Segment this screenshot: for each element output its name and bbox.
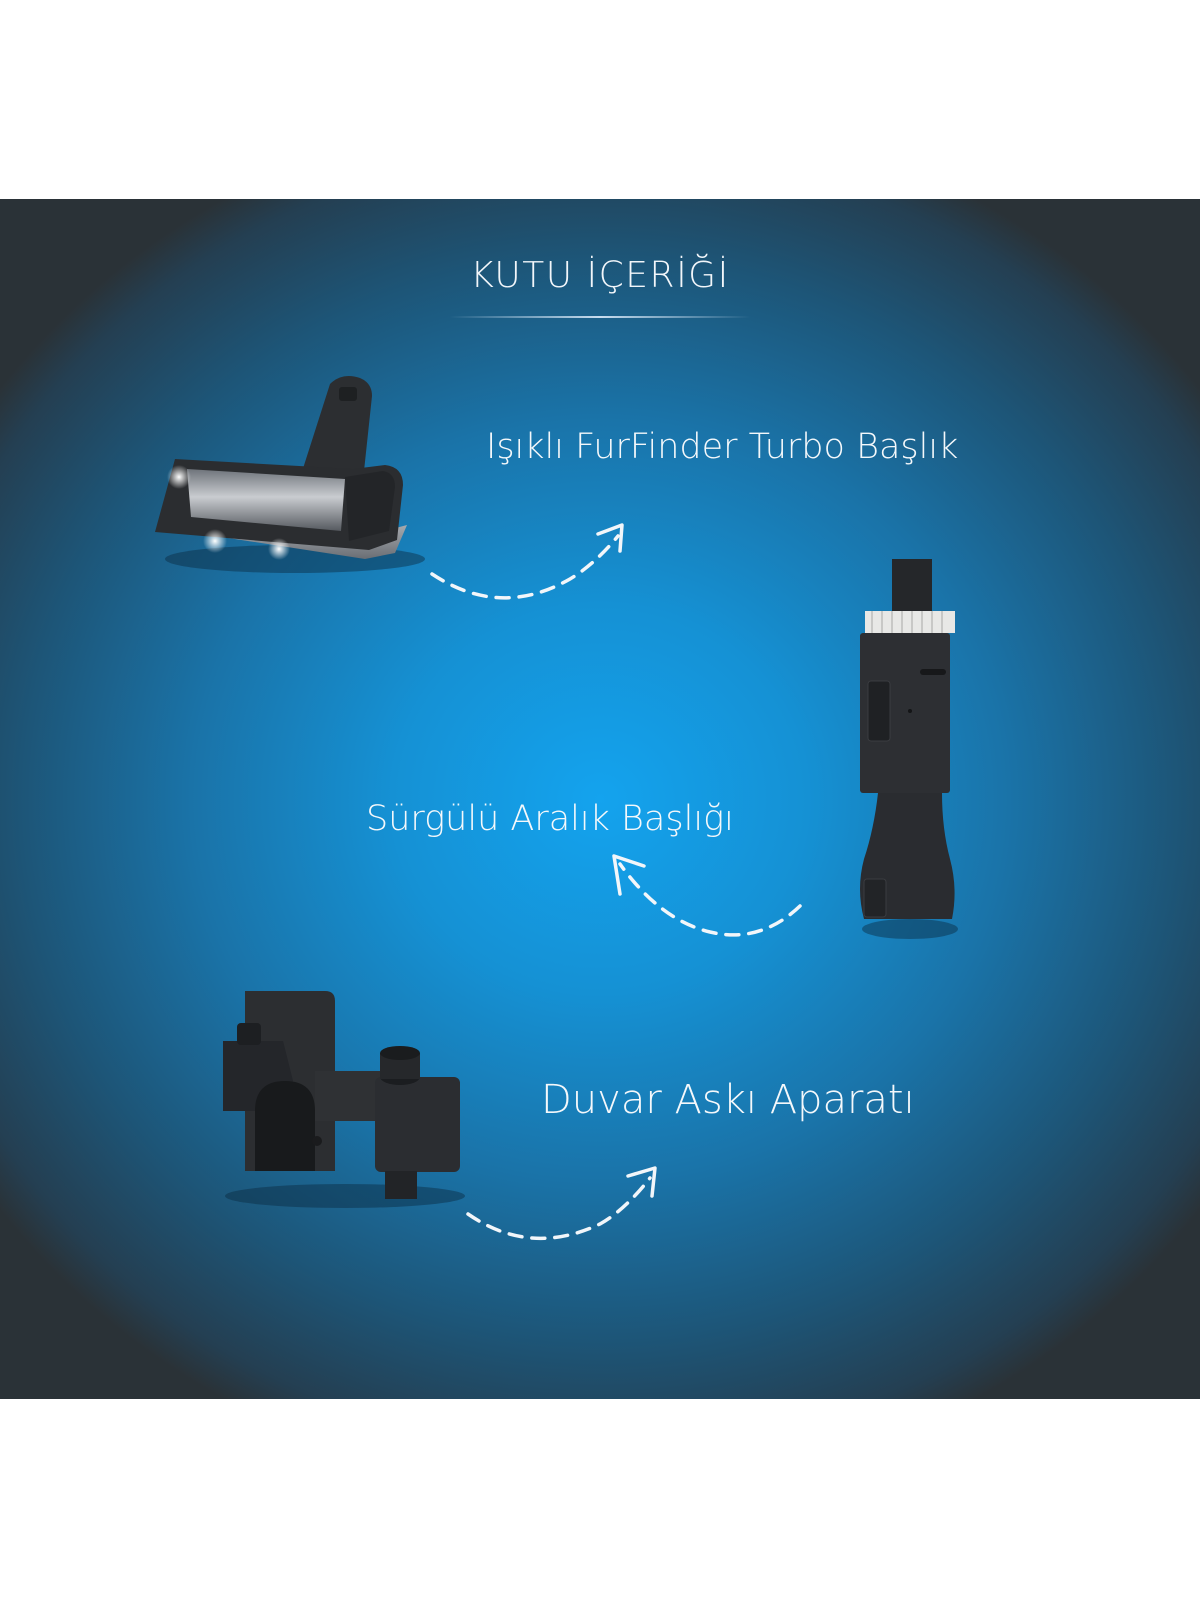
item-label-wall-mount: Duvar Askı Aparatı <box>541 1077 915 1123</box>
wall-mount-bracket-icon <box>223 991 465 1208</box>
curved-arrow-icon <box>466 1166 657 1241</box>
curved-arrow-icon <box>612 854 802 937</box>
turbo-brush-head-icon <box>155 376 425 573</box>
item-label-turbo-brush: Işıklı FurFinder Turbo Başlık <box>486 427 959 467</box>
item-label-crevice-tool: Sürgülü Aralık Başlığı <box>366 799 734 839</box>
box-contents-panel: KUTU İÇERİĞİ Işıklı <box>0 199 1200 1399</box>
crevice-tool-icon <box>860 559 958 939</box>
title-divider <box>450 316 750 318</box>
page-title: KUTU İÇERİĞİ <box>470 255 730 296</box>
curved-arrow-icon <box>430 523 624 600</box>
